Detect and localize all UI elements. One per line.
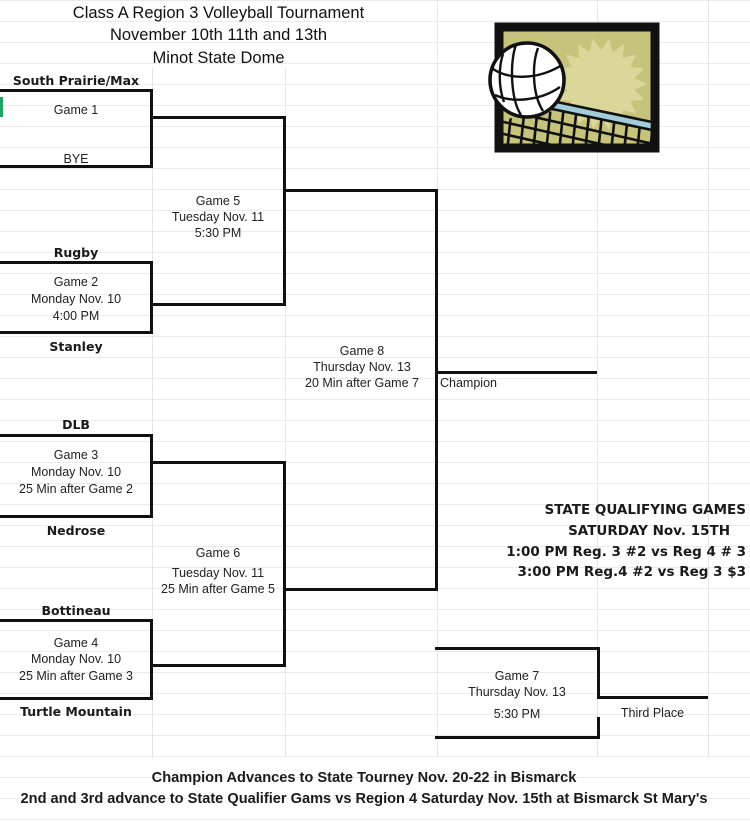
game2-right-line: [150, 261, 153, 334]
game1-label: Game 1: [53, 103, 99, 117]
state-qualifying-game2: 3:00 PM Reg.4 #2 vs Reg 3 $3: [517, 564, 746, 580]
game2-bottom-line: [0, 331, 153, 334]
game2-top-line: [0, 261, 153, 264]
game3-winner-line: [150, 461, 286, 464]
game2-winner-line: [150, 303, 286, 306]
game5-bracket-line: [283, 116, 286, 306]
state-qualifying-title: STATE QUALIFYING GAMES: [544, 502, 746, 518]
champion-label: Champion: [440, 376, 497, 390]
game8-time: 20 Min after Game 7: [305, 376, 419, 390]
state-qualifying-game1: 1:00 PM Reg. 3 #2 vs Reg 4 # 3: [506, 544, 746, 560]
game4-right-line: [150, 619, 153, 700]
game4-label: Game 4: [53, 636, 99, 650]
volleyball-net-clipart: [488, 22, 660, 153]
game6-date: Tuesday Nov. 11: [171, 566, 265, 580]
game4-time: 25 Min after Game 3: [19, 669, 133, 683]
game7-bottom-line: [435, 736, 600, 739]
game6-label: Game 6: [195, 546, 241, 560]
gridline-vertical: [708, 0, 709, 758]
game4-bottom-line: [0, 697, 153, 700]
game4-date: Monday Nov. 10: [30, 652, 122, 666]
game3-top-line: [0, 434, 153, 437]
game7-date: Thursday Nov. 13: [468, 685, 566, 699]
game2-time: 4:00 PM: [52, 309, 100, 323]
team-dlb: DLB: [62, 417, 90, 432]
game5-winner-line: [283, 189, 438, 192]
game6-bracket-line: [283, 461, 286, 667]
game1-winner-line: [150, 116, 286, 119]
volleyball-icon: [488, 41, 566, 119]
game1-bottom-line: [0, 165, 153, 168]
game8-label: Game 8: [339, 344, 385, 358]
game1-top-line: [0, 89, 153, 92]
game4-winner-line: [150, 664, 286, 667]
game5-label: Game 5: [195, 194, 241, 208]
game1-bye: BYE: [63, 152, 89, 166]
game8-date: Thursday Nov. 13: [313, 360, 411, 374]
team-rugby: Rugby: [53, 245, 99, 260]
game3-bottom-line: [0, 515, 153, 518]
game4-top-line: [0, 619, 153, 622]
gridline-vertical: [597, 0, 598, 758]
team-bottineau: Bottineau: [41, 603, 111, 618]
game3-label: Game 3: [53, 448, 99, 462]
final-bracket-line: [435, 189, 438, 591]
third-place-label: Third Place: [620, 706, 685, 720]
game6-winner-line: [283, 588, 438, 591]
team-turtle-mountain: Turtle Mountain: [20, 704, 132, 719]
gridline-vertical: [285, 68, 286, 758]
game7-right-line-lower: [597, 717, 600, 739]
state-qualifying-date: SATURDAY Nov. 15TH: [568, 523, 730, 539]
game2-date: Monday Nov. 10: [30, 292, 122, 306]
tournament-title: Class A Region 3 Volleyball Tournament: [72, 4, 365, 22]
game5-date: Tuesday Nov. 11: [171, 210, 265, 224]
game3-right-line: [150, 434, 153, 518]
game5-time: 5:30 PM: [194, 226, 242, 240]
game7-right-line-upper: [597, 647, 600, 699]
game2-label: Game 2: [53, 275, 99, 289]
game7-time: 5:30 PM: [493, 707, 541, 721]
game7-top-line: [435, 647, 600, 650]
footer-champion-note: Champion Advances to State Tourney Nov. …: [151, 770, 577, 786]
cell-selection-indicator: [0, 97, 3, 117]
game3-date: Monday Nov. 10: [30, 465, 122, 479]
game6-time: 25 Min after Game 5: [161, 582, 275, 596]
game3-time: 25 Min after Game 2: [19, 482, 133, 496]
game1-right-line: [150, 89, 153, 168]
gridline-vertical: [152, 68, 153, 758]
game7-label: Game 7: [494, 669, 540, 683]
footer-qualifier-note: 2nd and 3rd advance to State Qualifier G…: [20, 791, 708, 807]
tournament-venue: Minot State Dome: [152, 49, 285, 67]
tournament-dates: November 10th 11th and 13th: [109, 26, 328, 44]
team-nedrose: Nedrose: [46, 523, 106, 538]
team-south-prairie-max: South Prairie/Max: [12, 73, 140, 88]
team-stanley: Stanley: [49, 339, 103, 354]
champion-line: [435, 371, 597, 374]
third-place-line: [597, 696, 708, 699]
